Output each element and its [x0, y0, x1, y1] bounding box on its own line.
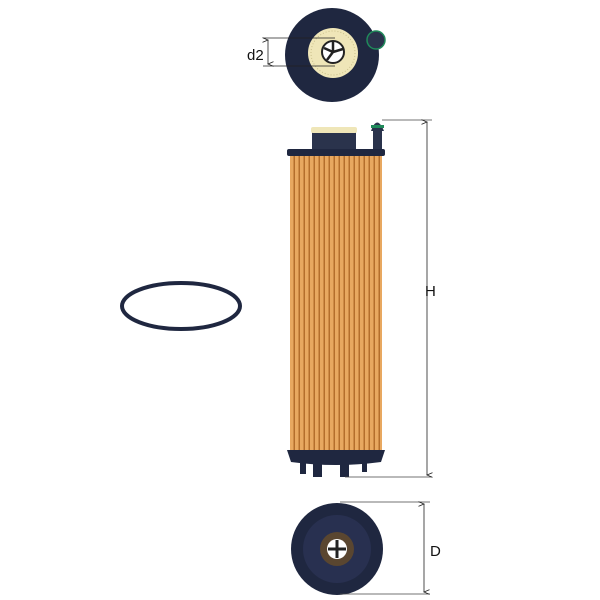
top-view — [285, 8, 386, 102]
d2-dimension — [263, 38, 335, 66]
filter-element — [287, 122, 385, 477]
D-dimension — [340, 502, 430, 594]
d2-label: d2 — [247, 47, 264, 64]
bypass-valve-icon — [366, 30, 386, 50]
bottom-view — [291, 503, 383, 595]
H-dimension — [345, 120, 432, 477]
H-label: H — [425, 283, 436, 300]
o-ring — [120, 281, 242, 331]
D-label: D — [430, 543, 441, 560]
